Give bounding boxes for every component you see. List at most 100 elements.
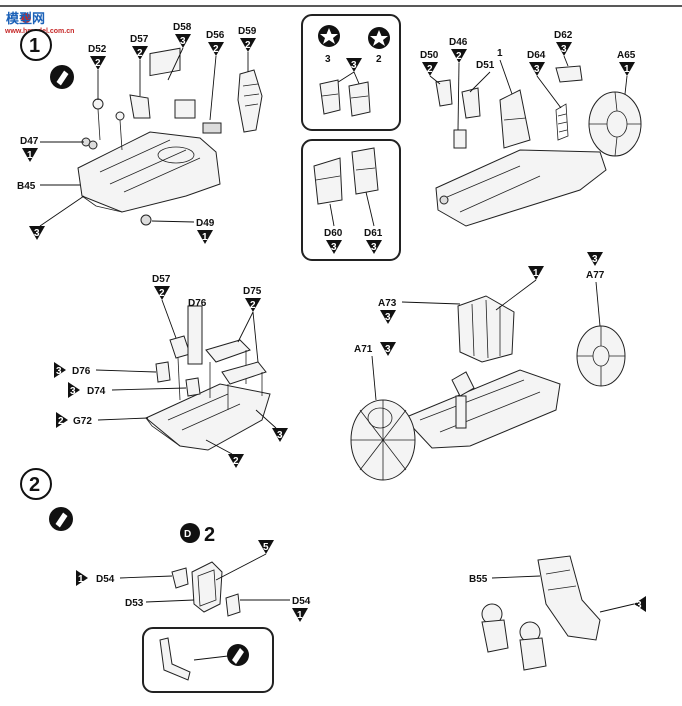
svg-text:2: 2	[427, 64, 433, 75]
svg-text:D60: D60	[324, 228, 343, 239]
svg-text:D54: D54	[292, 596, 311, 607]
step-2-number: 2	[29, 474, 40, 496]
svg-text:1: 1	[202, 232, 208, 243]
svg-text:3: 3	[385, 312, 391, 323]
svg-text:D64: D64	[527, 50, 546, 61]
callout-d74: 3 D74	[68, 382, 187, 398]
subassembly-d-badge: D 2	[180, 523, 215, 546]
svg-text:D61: D61	[364, 228, 383, 239]
svg-text:D76: D76	[188, 298, 207, 309]
step-1-badge: 1	[20, 29, 52, 61]
watermark-text: 模型网	[6, 11, 45, 26]
callout-d50: D50 2	[420, 50, 441, 85]
step-2-badge: 2	[20, 468, 52, 500]
glue-icon-step2	[49, 507, 73, 531]
subassembly-count: 2	[204, 524, 215, 546]
svg-text:D59: D59	[238, 26, 257, 37]
callout-d54-left: 1 D54	[76, 570, 173, 586]
svg-text:A65: A65	[617, 50, 636, 61]
svg-text:A71: A71	[354, 344, 373, 355]
svg-text:3: 3	[325, 54, 331, 65]
svg-text:2: 2	[245, 40, 251, 51]
svg-text:A73: A73	[378, 298, 397, 309]
callout-g72: 2 G72	[56, 412, 149, 428]
svg-text:D58: D58	[173, 22, 192, 33]
callout-d46: D46 2	[449, 37, 468, 131]
seat-assembly-step2	[171, 561, 241, 617]
svg-text:1: 1	[497, 48, 503, 59]
svg-text:2: 2	[456, 51, 462, 62]
svg-text:1: 1	[78, 574, 84, 585]
callout-a65: A65 1	[617, 50, 636, 95]
callout-d76-left: 3 D76	[54, 362, 157, 378]
callout-b55: B55	[469, 574, 541, 585]
svg-text:3: 3	[56, 366, 62, 377]
svg-text:2: 2	[233, 456, 239, 467]
marker-3-step2: 3	[599, 596, 646, 613]
svg-text:2: 2	[58, 416, 64, 427]
svg-text:1: 1	[624, 64, 630, 75]
marker-1-right: 1	[497, 48, 513, 95]
svg-text:D47: D47	[20, 136, 39, 147]
callout-d52: D52 2	[88, 44, 107, 100]
svg-text:2: 2	[159, 288, 165, 299]
svg-text:D53: D53	[125, 598, 144, 609]
svg-text:3: 3	[331, 242, 337, 253]
svg-text:D: D	[184, 529, 191, 540]
svg-text:D75: D75	[243, 286, 262, 297]
callout-d57-lower: D57 2	[152, 274, 177, 339]
svg-text:2: 2	[376, 54, 382, 65]
svg-text:D54: D54	[96, 574, 115, 585]
svg-text:3: 3	[561, 44, 567, 55]
callout-d47: D47 1	[20, 136, 84, 162]
svg-text:D46: D46	[449, 37, 468, 48]
svg-text:2: 2	[95, 58, 101, 69]
callout-d64: D64 3	[527, 50, 562, 109]
watermark-dot-icon	[21, 13, 31, 23]
inset-seat-backs: D60 3 D61 3	[301, 139, 401, 261]
svg-text:D50: D50	[420, 50, 439, 61]
svg-text:D57: D57	[152, 274, 171, 285]
svg-text:D57: D57	[130, 34, 149, 45]
glue-icon	[50, 65, 74, 89]
callout-d76-top: D76	[188, 298, 207, 309]
cabin-assembly-lower-right	[350, 295, 626, 481]
svg-text:3: 3	[180, 36, 186, 47]
svg-text:2: 2	[137, 48, 143, 59]
svg-text:3: 3	[636, 600, 642, 611]
svg-text:D74: D74	[87, 386, 106, 397]
svg-text:3: 3	[385, 344, 391, 355]
svg-text:3: 3	[534, 64, 540, 75]
callout-d51: D51	[469, 60, 495, 93]
callout-a77: 3 A77	[586, 252, 605, 327]
svg-text:2: 2	[213, 44, 219, 55]
svg-text:D56: D56	[206, 30, 225, 41]
callout-d53: D53	[125, 598, 195, 609]
svg-text:D49: D49	[196, 218, 215, 229]
callout-d54-right: D54 1	[240, 596, 311, 622]
svg-text:1: 1	[297, 610, 303, 621]
callout-d56: D56 2	[206, 30, 225, 121]
marker-3-lower: 3	[255, 409, 288, 442]
svg-text:D76: D76	[72, 366, 91, 377]
svg-text:D51: D51	[476, 60, 495, 71]
callout-d59: D59 2	[238, 26, 257, 72]
svg-text:G72: G72	[73, 416, 92, 427]
svg-text:D62: D62	[554, 30, 573, 41]
svg-text:A77: A77	[586, 270, 605, 281]
svg-text:3: 3	[351, 60, 357, 71]
callout-d57: D57 2	[130, 34, 149, 96]
cabin-assembly-right	[435, 65, 642, 227]
callout-a71: A71 3	[354, 342, 396, 401]
callout-b45: B45	[17, 181, 80, 192]
svg-text:3: 3	[371, 242, 377, 253]
part-d49	[140, 214, 152, 226]
marker-5: 5	[215, 540, 274, 581]
callout-a73: A73 3	[378, 298, 461, 324]
marker-3-floor: 3	[29, 195, 85, 240]
callout-d62: D62 3	[554, 30, 573, 67]
svg-text:B55: B55	[469, 574, 488, 585]
svg-text:3: 3	[70, 386, 76, 397]
callout-d49: D49 1	[151, 218, 215, 244]
